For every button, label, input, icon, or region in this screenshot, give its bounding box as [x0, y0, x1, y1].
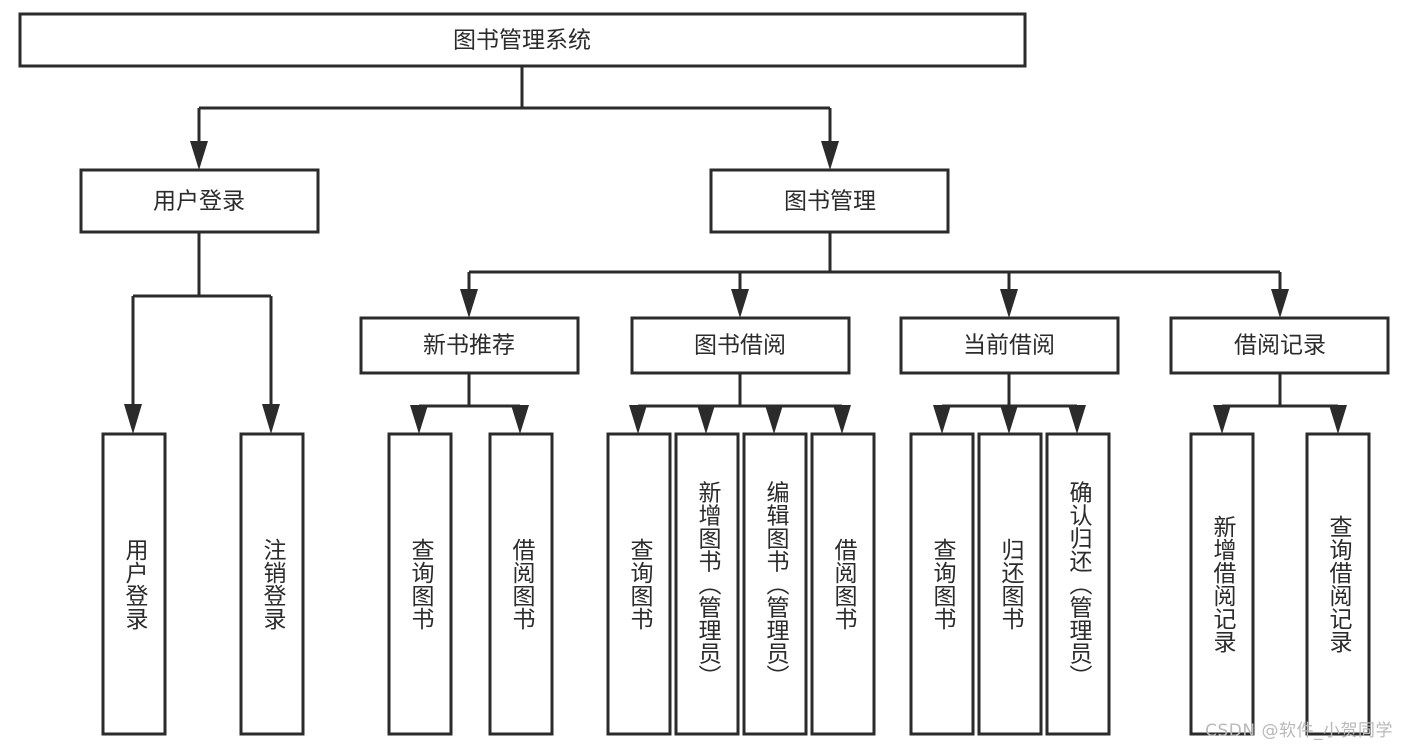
- arrow-to-leaf-query-record: [1329, 405, 1347, 434]
- node-leaf-query-book-1-box[interactable]: [387, 432, 453, 736]
- node-leaf-borrow-book-1-box[interactable]: [488, 432, 554, 736]
- arrow-to-leaf-add-book: [697, 405, 715, 434]
- node-leaf-query-book-1-label: 查询图书: [407, 538, 435, 630]
- node-book-borrow[interactable]: 图书借阅: [630, 316, 851, 375]
- arrow-to-leaf-return-book: [1000, 405, 1018, 434]
- csdn-watermark: CSDN @软件_小贺同学: [1205, 721, 1393, 741]
- arrow-to-new-book-rec: [460, 289, 478, 318]
- arrow-to-leaf-query-book-3: [933, 405, 951, 434]
- arrow-to-leaf-confirm-return: [1068, 405, 1086, 434]
- connector-group-borrow-record-to-leaves: [1213, 373, 1347, 434]
- node-leaf-add-record-box[interactable]: [1189, 432, 1255, 736]
- node-root[interactable]: 图书管理系统: [18, 12, 1027, 68]
- arrow-to-user-login: [190, 141, 208, 170]
- arrow-to-leaf-query-book-1: [410, 405, 428, 434]
- node-borrow-record-label: 借阅记录: [1234, 333, 1326, 359]
- arrow-to-book-manage: [821, 141, 839, 170]
- node-leaf-query-record-box[interactable]: [1305, 432, 1371, 736]
- node-leaf-query-book-3-box[interactable]: [909, 432, 975, 736]
- connector-group-root-to-level2: [190, 66, 839, 170]
- node-leaf-add-book[interactable]: 新增图书（管理员）: [674, 432, 740, 736]
- node-leaf-borrow-book-2-box[interactable]: [810, 432, 876, 736]
- arrow-to-leaf-edit-book: [765, 405, 783, 434]
- connector-group-book-manage-to-level3: [460, 232, 1289, 318]
- node-borrow-record-box[interactable]: [1169, 316, 1390, 375]
- node-root-box[interactable]: [18, 12, 1027, 68]
- node-current-borrow-label: 当前借阅: [963, 333, 1055, 359]
- node-book-manage-label: 图书管理: [784, 189, 876, 215]
- node-current-borrow-box[interactable]: [899, 316, 1120, 375]
- node-leaf-user-login-box[interactable]: [101, 432, 167, 736]
- arrow-to-current-borrow: [1000, 289, 1018, 318]
- node-leaf-edit-book[interactable]: 编辑图书（管理员）: [742, 432, 808, 736]
- node-leaf-borrow-book-2-label: 借阅图书: [830, 538, 858, 630]
- arrow-to-book-borrow: [731, 289, 749, 318]
- node-leaf-user-login[interactable]: 用户登录: [101, 432, 167, 736]
- node-leaf-query-record[interactable]: 查询借阅记录: [1305, 432, 1371, 736]
- node-leaf-user-logout[interactable]: 注销登录: [239, 432, 305, 736]
- connector-group-current-borrow-to-leaves: [933, 373, 1086, 434]
- node-borrow-record[interactable]: 借阅记录: [1169, 316, 1390, 375]
- node-book-borrow-box[interactable]: [630, 316, 851, 375]
- node-user-login[interactable]: 用户登录: [79, 168, 320, 234]
- node-new-book-rec[interactable]: 新书推荐: [359, 316, 580, 375]
- node-book-manage[interactable]: 图书管理: [709, 168, 950, 234]
- connector-group-new-book-rec-to-leaves: [410, 373, 529, 434]
- connector-group-book-borrow-to-leaves: [629, 373, 851, 434]
- node-leaf-confirm-return[interactable]: 确认归还（管理员）: [1045, 432, 1111, 736]
- node-leaf-query-book-1[interactable]: 查询图书: [387, 432, 453, 736]
- node-leaf-borrow-book-2[interactable]: 借阅图书: [810, 432, 876, 736]
- node-leaf-edit-book-label: 编辑图书（管理员）: [762, 481, 790, 688]
- arrow-to-borrow-record: [1271, 289, 1289, 318]
- arrow-to-leaf-borrow-book-1: [511, 405, 529, 434]
- node-leaf-add-record[interactable]: 新增借阅记录: [1189, 432, 1255, 736]
- node-leaf-confirm-return-label: 确认归还（管理员）: [1065, 481, 1093, 688]
- arrow-to-leaf-add-record: [1213, 405, 1231, 434]
- node-leaf-edit-book-box[interactable]: [742, 432, 808, 736]
- arrow-to-leaf-query-book-2: [629, 405, 647, 434]
- connector-group-user-login-to-leaves: [124, 232, 280, 434]
- node-leaf-add-record-label: 新增借阅记录: [1209, 515, 1237, 653]
- arrow-to-leaf-borrow-book-2: [833, 405, 851, 434]
- node-leaf-user-login-label: 用户登录: [121, 538, 149, 630]
- node-leaf-query-book-2-box[interactable]: [606, 432, 672, 736]
- node-leaf-query-book-2[interactable]: 查询图书: [606, 432, 672, 736]
- node-leaf-user-logout-box[interactable]: [239, 432, 305, 736]
- node-leaf-query-book-3[interactable]: 查询图书: [909, 432, 975, 736]
- node-leaf-query-book-3-label: 查询图书: [929, 538, 957, 630]
- arrow-to-leaf-user-logout: [262, 404, 280, 434]
- node-current-borrow[interactable]: 当前借阅: [899, 316, 1120, 375]
- node-leaf-return-book-label: 归还图书: [997, 538, 1025, 630]
- node-new-book-rec-label: 新书推荐: [423, 333, 515, 359]
- node-leaf-add-book-box[interactable]: [674, 432, 740, 736]
- node-leaf-return-book[interactable]: 归还图书: [977, 432, 1043, 736]
- node-leaf-borrow-book-1-label: 借阅图书: [508, 538, 536, 630]
- node-user-login-box[interactable]: [79, 168, 320, 234]
- node-book-borrow-label: 图书借阅: [694, 333, 786, 359]
- node-user-login-label: 用户登录: [153, 189, 245, 215]
- node-leaf-user-logout-label: 注销登录: [259, 538, 287, 630]
- node-leaf-return-book-box[interactable]: [977, 432, 1043, 736]
- node-leaf-add-book-label: 新增图书（管理员）: [694, 481, 722, 688]
- arrow-to-leaf-user-login: [124, 404, 142, 434]
- node-leaf-confirm-return-box[interactable]: [1045, 432, 1111, 736]
- node-root-label: 图书管理系统: [453, 28, 591, 54]
- node-leaf-borrow-book-1[interactable]: 借阅图书: [488, 432, 554, 736]
- node-new-book-rec-box[interactable]: [359, 316, 580, 375]
- node-leaf-query-book-2-label: 查询图书: [626, 538, 654, 630]
- node-leaf-query-record-label: 查询借阅记录: [1325, 515, 1353, 653]
- node-book-manage-box[interactable]: [709, 168, 950, 234]
